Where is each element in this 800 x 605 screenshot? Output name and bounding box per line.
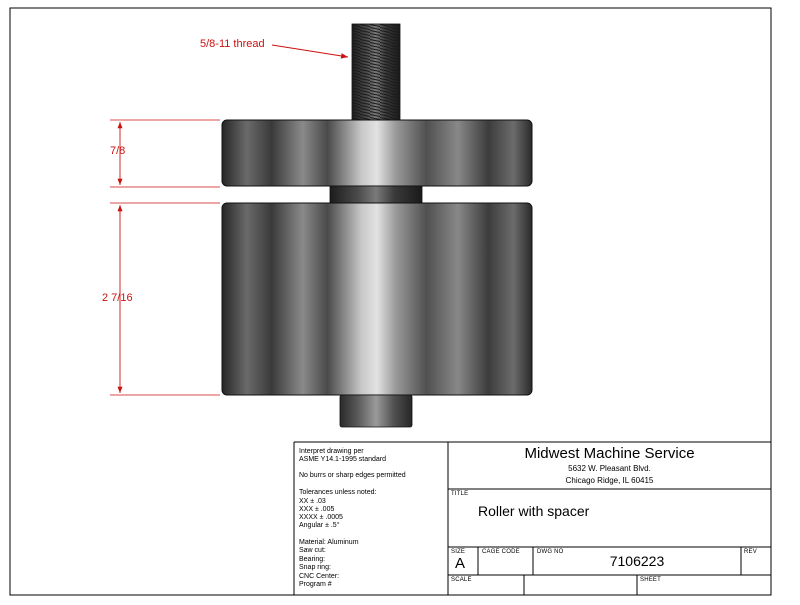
note-program: Program # [299,581,332,588]
top-roller [221,119,533,187]
rev-label: REV [744,549,757,555]
company-address-line1: 5632 W. Pleasant Blvd. [568,464,651,473]
sheet-border [9,7,772,596]
note-bearing: Bearing: [299,556,326,563]
note-burrs: No burrs or sharp edges permitted [299,472,406,479]
note-material: Material: Aluminum [299,539,359,546]
note-cnc-center: CNC Center: [299,573,340,580]
company-name: Midwest Machine Service [524,445,695,462]
dimension-main-height [110,202,220,396]
dimension-top-height [110,119,220,188]
company-address-line2: Chicago Ridge, IL 60415 [565,476,654,485]
main-roller [221,202,533,396]
note-standard: ASME Y14.1-1995 standard [299,456,387,463]
bottom-nut [339,394,413,428]
title-block-frame [293,441,771,595]
size-label: SIZE [451,549,466,555]
drawing-title: Roller with spacer [478,503,590,519]
threaded-stud [351,23,401,121]
sheet-label: SHEET [640,577,662,583]
dwg-no-label: DWG NO [537,549,564,555]
cage-code-label: CAGE CODE [482,549,520,555]
title-label: TITLE [451,491,469,497]
note-tol-xxxx: XXXX ± .0005 [299,514,343,521]
scale-label: SCALE [451,577,472,583]
thread-leader [271,44,349,59]
main-height-dimension: 2 7/16 [102,292,133,304]
note-tol-xxx: XXX ± .005 [299,506,335,513]
note-interpret: Interpret drawing per [299,448,364,455]
note-tol-xx: XX ± .03 [299,498,326,505]
note-snap-ring: Snap ring: [299,564,331,571]
top-height-dimension: 7/8 [110,145,126,157]
size-value: A [455,555,466,572]
note-tolerances-title: Tolerances unless noted: [299,489,377,496]
note-saw-cut: Saw cut: [299,547,326,554]
dwg-no-value: 7106223 [609,553,665,569]
note-tol-angular: Angular ± .5° [299,522,340,529]
thread-callout: 5/8-11 thread [200,38,265,50]
spacer [329,185,423,204]
